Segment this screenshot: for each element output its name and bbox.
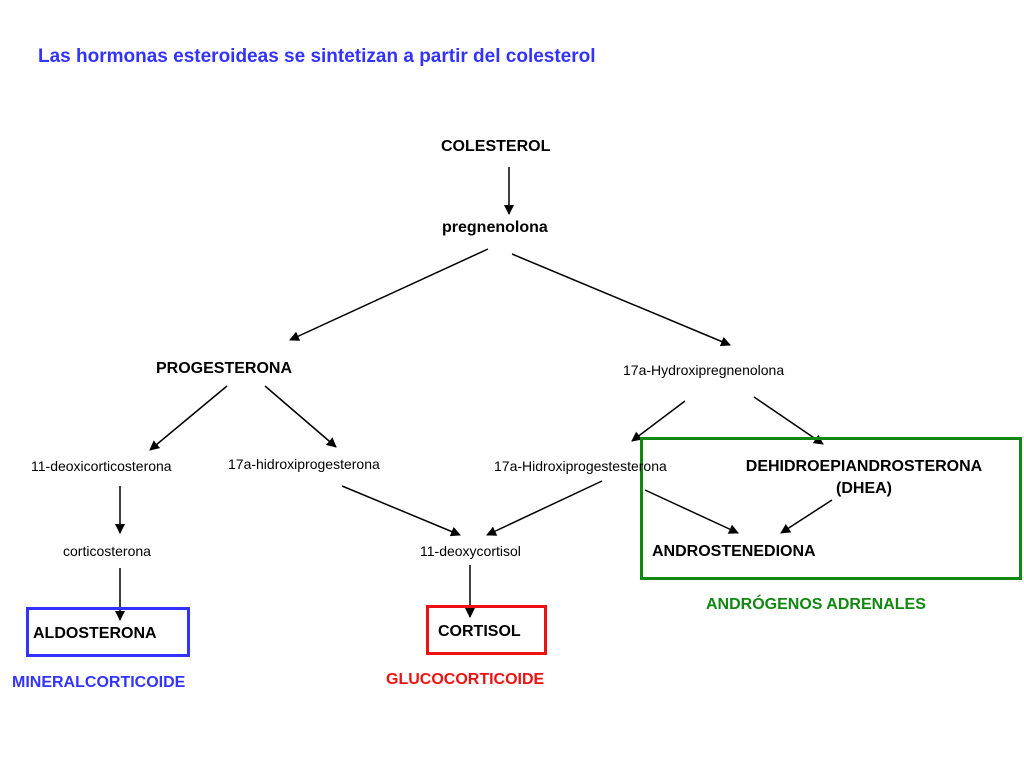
arrow-pregnenolona-hydroxipregnenolona — [511, 253, 731, 347]
node-aldosterona: ALDOSTERONA — [33, 625, 157, 642]
arrow-dhea-androstenediona — [780, 499, 833, 534]
node-dhea-line1: DEHIDROEPIANDROSTERONA — [745, 458, 983, 475]
arrow-pregnenolona-progesterona — [289, 248, 489, 341]
cortisol-box — [426, 605, 547, 655]
node-colesterol: COLESTEROL — [441, 138, 551, 155]
node-progesterona: PROGESTERONA — [156, 360, 293, 377]
page-title: Las hormonas esteroideas se sintetizan a… — [38, 46, 596, 67]
node-androstenediona: ANDROSTENEDIONA — [652, 543, 816, 560]
arrow-progesterona-deoxicorticosterona — [149, 385, 228, 451]
node-pregnenolona: pregnenolona — [442, 219, 548, 236]
node-hidroxiprogesterona-b: 17a-Hidroxiprogestesterona — [494, 458, 667, 474]
node-deoxicorticosterona: 11-deoxicorticosterona — [31, 458, 172, 474]
node-hydroxipregnenolona: 17a-Hydroxipregnenolona — [623, 362, 785, 378]
node-dhea: DEHIDROEPIANDROSTERONA (DHEA) — [746, 456, 982, 500]
arrow-hydroxipregnenolona-hidroxiprogesterona — [631, 400, 686, 442]
node-corticosterona: corticosterona — [63, 543, 151, 559]
arrow-hidroxiprogesterona-b-deoxycortisol — [486, 480, 603, 536]
node-cortisol: CORTISOL — [438, 623, 521, 640]
arrow-hidroxiprogesterona-deoxycortisol — [341, 485, 461, 537]
label-glucocorticoide: GLUCOCORTICOIDE — [386, 671, 545, 688]
androgenos-box — [640, 437, 1022, 580]
arrow-hydroxipregnenolona-dhea — [753, 396, 824, 445]
label-mineralcorticoide: MINERALCORTICOIDE — [12, 674, 186, 691]
node-hidroxiprogesterona: 17a-hidroxiprogesterona — [228, 456, 380, 472]
node-dhea-line2: (DHEA) — [836, 480, 892, 497]
node-deoxycortisol: 11-deoxycortisol — [420, 543, 521, 559]
arrow-hidroxiprogesterona-b-androstenediona — [644, 489, 739, 534]
aldosterona-box — [26, 607, 190, 657]
arrow-progesterona-hidroxiprogesterona — [264, 385, 337, 448]
label-androgenos: ANDRÓGENOS ADRENALES — [706, 596, 926, 613]
